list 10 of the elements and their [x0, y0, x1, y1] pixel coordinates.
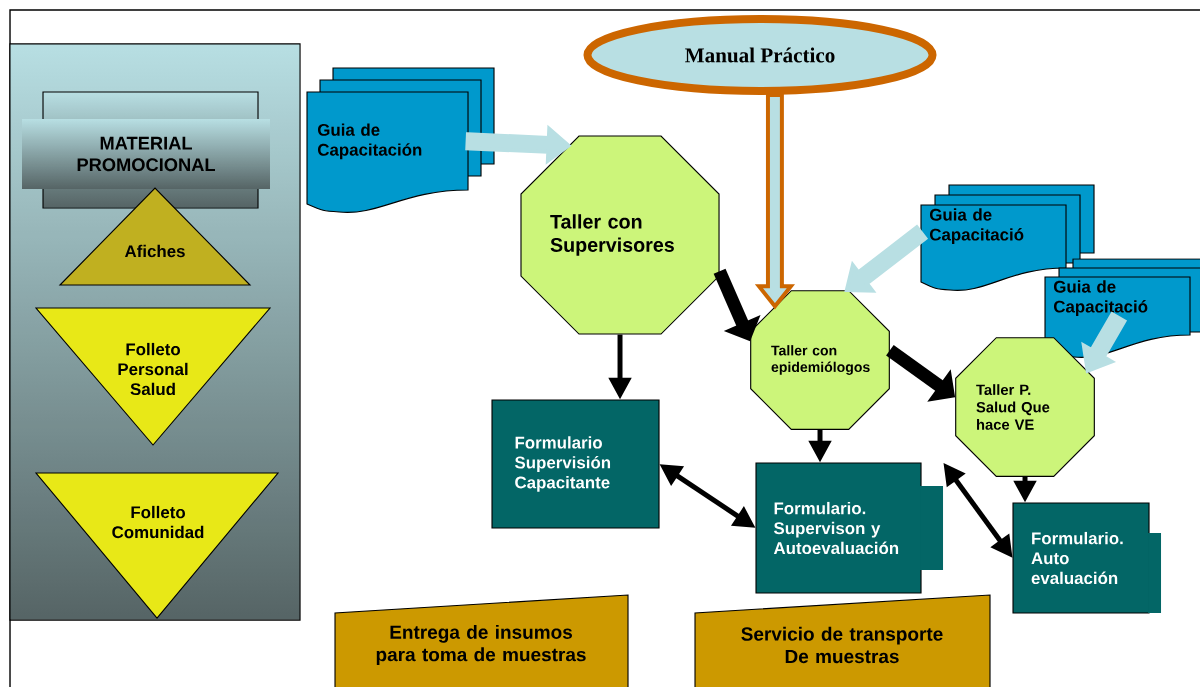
form-box: Formulario Supervisión Capacitante — [491, 399, 660, 529]
octagon: Taller con epidemiólogos — [750, 290, 890, 430]
octagon: Taller P. Salud Que hace VE — [955, 337, 1095, 477]
form-box: Formulario. Auto evaluación — [1012, 502, 1161, 614]
block-arrow — [754, 93, 795, 310]
document-stack: Guia de Capacitación — [306, 67, 495, 213]
octagon: Taller con Supervisores — [520, 135, 720, 335]
title-banner: MATERIAL PROMOCIONAL — [22, 91, 271, 209]
form-box: Formulario. Supervison y Autoevaluación — [755, 462, 943, 594]
block-arrow — [465, 124, 572, 165]
